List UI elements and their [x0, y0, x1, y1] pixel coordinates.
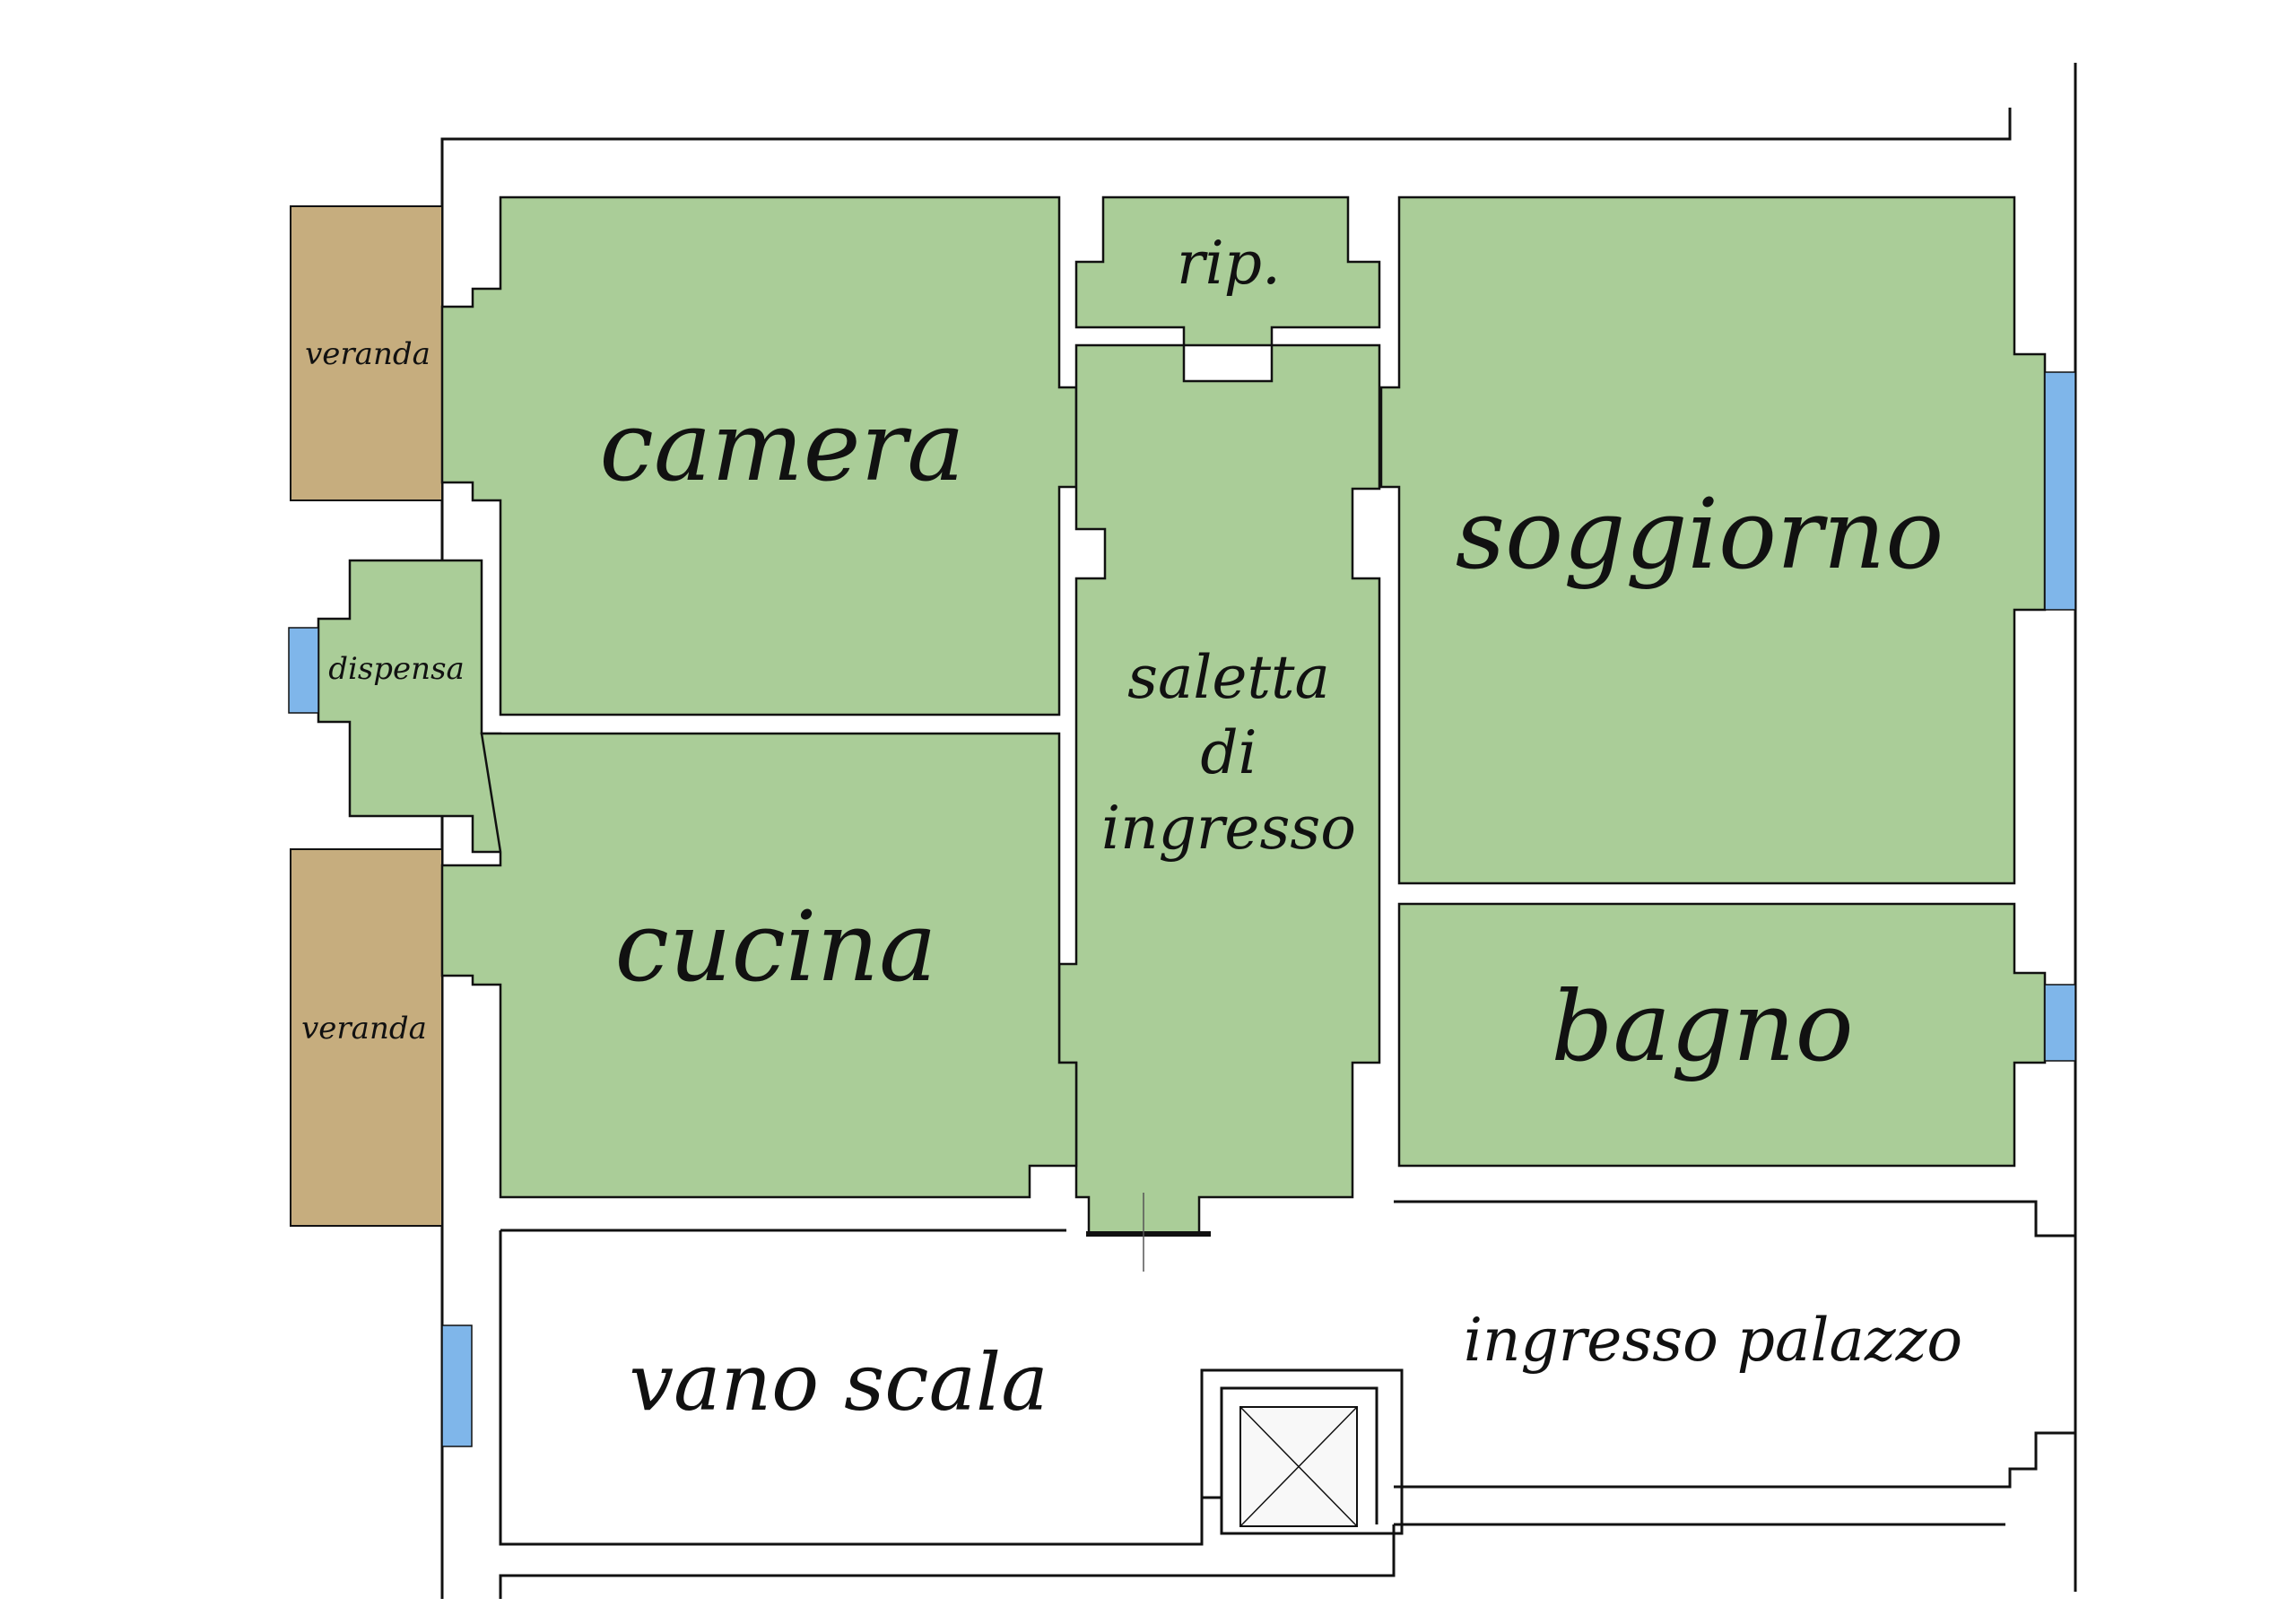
room-camera — [440, 195, 1078, 716]
veranda-top — [290, 205, 443, 501]
window-soggiorno — [2044, 371, 2076, 611]
lobby-lower-wall — [1394, 1431, 2075, 1489]
label-rip: rip. — [1177, 229, 1281, 298]
room-saletta — [1057, 343, 1381, 1236]
label-ingresso-palazzo: ingresso palazzo — [1464, 1306, 1962, 1375]
elevator-icon — [1239, 1406, 1358, 1527]
window-dispensa — [288, 627, 319, 714]
veranda-bottom — [290, 848, 443, 1227]
label-saletta-line2: di — [1200, 718, 1257, 787]
elevator-shaft — [1200, 1368, 1404, 1535]
room-dispensa — [317, 559, 502, 854]
window-vano-scala — [441, 1324, 473, 1447]
stair-inner-wall — [499, 1230, 1378, 1546]
room-soggiorno — [1379, 195, 2047, 885]
label-soggiorno: soggiorno — [1456, 479, 1944, 591]
label-saletta-line3: ingresso — [1101, 794, 1356, 863]
label-camera: camera — [599, 391, 964, 503]
label-bagno: bagno — [1551, 971, 1853, 1083]
label-cucina: cucina — [614, 891, 936, 1003]
label-vano-scala: vano scala — [629, 1336, 1048, 1429]
label-dispensa: dispensa — [328, 651, 465, 687]
lobby-wall — [1394, 1200, 2075, 1238]
room-cucina — [440, 732, 1078, 1199]
stair-bottom-wall — [499, 1524, 1396, 1599]
room-bagno — [1397, 902, 2047, 1168]
window-bagno — [2044, 984, 2076, 1062]
label-saletta-line1: saletta — [1127, 643, 1330, 712]
label-veranda-bottom: veranda — [301, 1011, 427, 1046]
label-veranda-top: veranda — [305, 336, 430, 372]
